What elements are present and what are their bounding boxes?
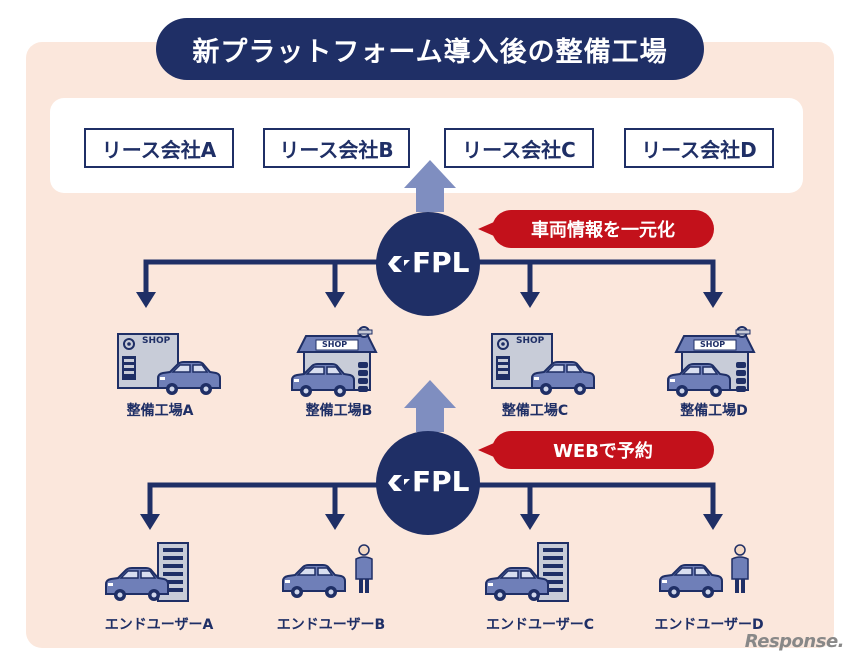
end-user-label-d: エンドユーザーD <box>654 617 764 633</box>
tag-vehicle-info-text: 車両情報を一元化 <box>531 220 675 241</box>
shop-label-a: 整備工場A <box>126 403 194 419</box>
lease-company-a: リース会社A <box>84 128 234 168</box>
shop-b-icon <box>291 326 377 398</box>
fpl-logo-upper: FPL <box>412 246 470 279</box>
lease-company-b: リース会社B <box>263 128 410 168</box>
shop-d-icon <box>667 326 755 398</box>
end-user-a-icon <box>105 542 189 602</box>
fpl-platform-node-upper <box>376 212 480 316</box>
fpl-logo-lower: FPL <box>412 465 470 498</box>
diagram-title: 新プラットフォーム導入後の整備工場 <box>156 18 704 80</box>
distribution-arrowheads-lower <box>140 514 723 530</box>
shop-label-b: 整備工場B <box>305 403 373 419</box>
fpl-platform-node-lower <box>376 431 480 535</box>
shop-sign-c: SHOP <box>516 336 545 346</box>
tag-web-booking: WEBで予約 <box>478 431 714 469</box>
lease-company-c: リース会社C <box>444 128 594 168</box>
end-user-b-icon <box>282 544 373 599</box>
shop-sign-b: SHOP <box>322 340 348 349</box>
tag-vehicle-info: 車両情報を一元化 <box>478 210 714 248</box>
end-user-label-a: エンドユーザーA <box>104 617 214 633</box>
end-user-label-c: エンドユーザーC <box>486 617 594 633</box>
upload-arrow-middle <box>404 380 456 432</box>
shop-label-c: 整備工場C <box>501 403 569 419</box>
shop-label-d: 整備工場D <box>680 403 748 419</box>
shop-sign-a: SHOP <box>142 336 171 346</box>
end-user-c-icon <box>485 542 569 602</box>
tag-web-booking-text: WEBで予約 <box>553 441 653 462</box>
distribution-arrowheads-upper <box>136 292 723 308</box>
upload-arrow-top <box>404 160 456 212</box>
end-user-label-b: エンドユーザーB <box>276 617 386 633</box>
lease-company-d: リース会社D <box>624 128 774 168</box>
response-watermark: Response. <box>744 631 845 652</box>
shop-sign-d: SHOP <box>700 340 726 349</box>
end-user-d-icon <box>659 544 749 599</box>
